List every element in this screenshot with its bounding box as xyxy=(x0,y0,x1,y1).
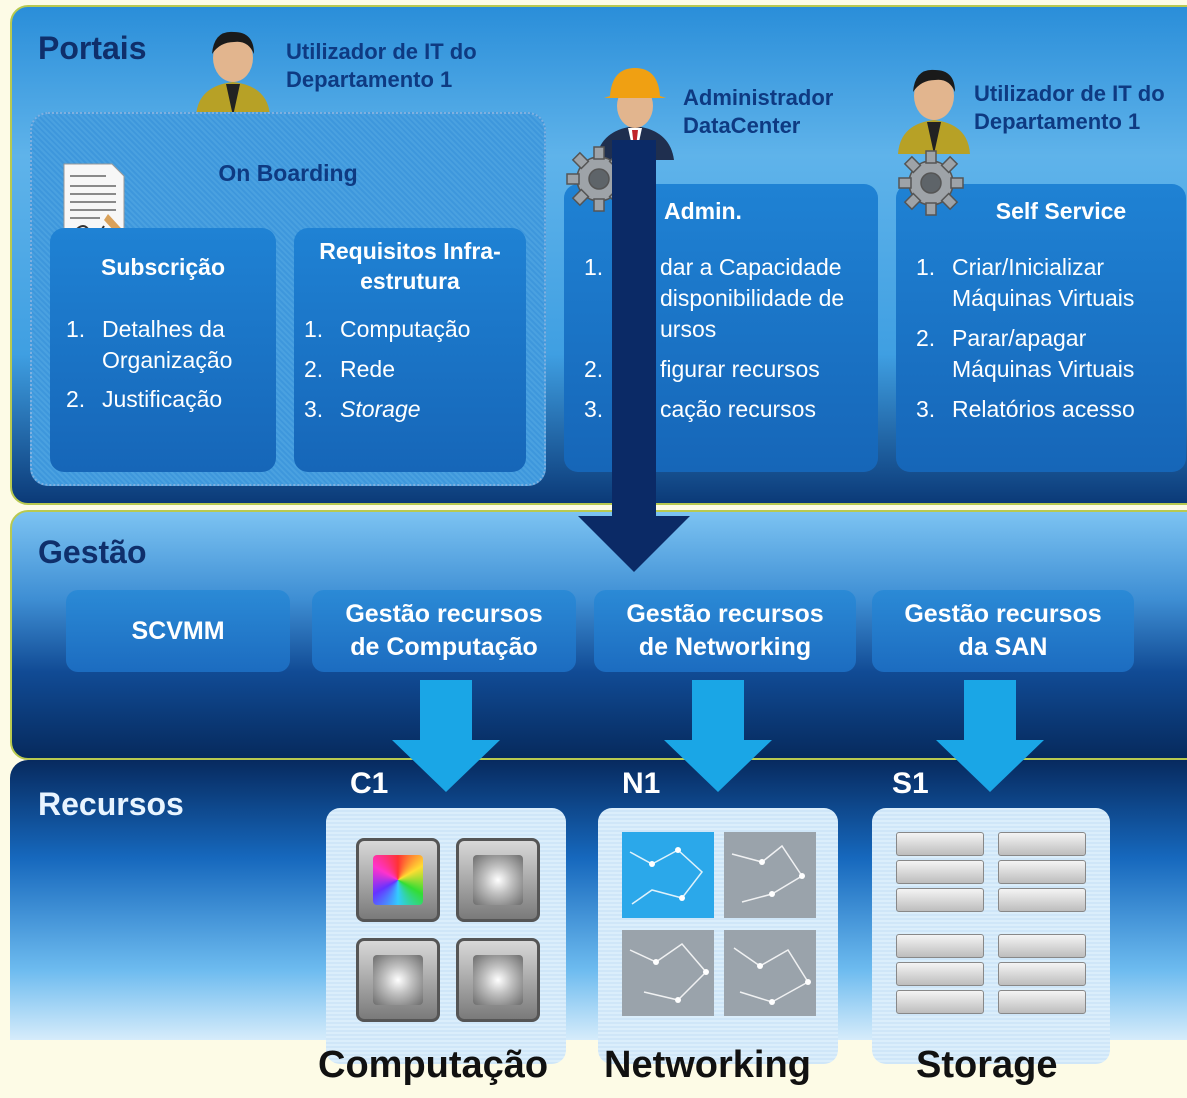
recursos-title: Recursos xyxy=(38,786,184,822)
list-item: 2.figurar recursos xyxy=(584,356,820,382)
chip-icon xyxy=(356,838,440,922)
portais-title: Portais xyxy=(38,30,147,66)
user1-label: Utilizador de IT do Departamento 1 xyxy=(286,38,477,94)
server-icon xyxy=(896,934,984,958)
list-item: 3.Storage xyxy=(304,396,421,422)
server-icon xyxy=(896,990,984,1014)
gear-icon xyxy=(566,146,632,212)
user1-label-line1: Utilizador de IT do xyxy=(286,39,477,64)
list-item: 3.cação recursos xyxy=(584,396,816,422)
user2-label: Utilizador de IT do Departamento 1 xyxy=(974,80,1165,136)
chip-icon xyxy=(456,938,540,1022)
server-icon xyxy=(998,962,1086,986)
admin-title: Admin. xyxy=(664,198,742,224)
server-icon xyxy=(896,888,984,912)
subscricao-title: Subscrição xyxy=(101,254,225,280)
server-icon xyxy=(998,888,1086,912)
user-icon xyxy=(196,31,270,116)
chip-icon xyxy=(356,938,440,1022)
network-icon xyxy=(622,832,816,1016)
storage-code: S1 xyxy=(892,767,929,800)
self-service-title: Self Service xyxy=(995,198,1127,224)
user1-label-line2: Departamento 1 xyxy=(286,67,453,92)
storage-label: Storage xyxy=(916,1044,1058,1086)
admin-label: Administrador DataCenter xyxy=(683,84,833,140)
onboarding-title: On Boarding xyxy=(218,160,358,186)
network-label: Networking xyxy=(604,1044,811,1086)
network-code: N1 xyxy=(622,767,661,800)
scvmm-box: SCVMM xyxy=(66,590,290,672)
server-icon xyxy=(896,860,984,884)
server-icon xyxy=(998,990,1086,1014)
server-icon xyxy=(896,832,984,856)
user-icon xyxy=(898,69,970,154)
requisitos-title: Requisitos Infra- estrutura xyxy=(319,238,501,294)
list-item: 3.Relatórios acesso xyxy=(916,396,1135,422)
server-icon xyxy=(998,832,1086,856)
admin-label-line1: Administrador xyxy=(683,85,834,110)
gestao-title: Gestão xyxy=(38,534,147,570)
requisitos-panel: Requisitos Infra- estrutura 1.Computação… xyxy=(294,228,526,472)
server-icon xyxy=(896,962,984,986)
gear-icon xyxy=(898,150,964,216)
list-item: 1.Computação xyxy=(304,316,471,342)
server-icon xyxy=(998,934,1086,958)
user2-label-line1: Utilizador de IT do xyxy=(974,81,1165,106)
admin-label-line2: DataCenter xyxy=(683,113,801,138)
list-item: 2.Justificação xyxy=(66,386,223,412)
chip-icon xyxy=(456,838,540,922)
list-item: 2.Rede xyxy=(304,356,395,382)
requisitos-list: 1.Computação 2.Rede 3.Storage xyxy=(304,314,470,425)
server-icon xyxy=(998,860,1086,884)
compute-label: Computação xyxy=(318,1044,549,1086)
compute-code: C1 xyxy=(350,767,389,800)
user2-label-line2: Departamento 1 xyxy=(974,109,1141,134)
admin-hardhat-icon xyxy=(596,68,674,160)
